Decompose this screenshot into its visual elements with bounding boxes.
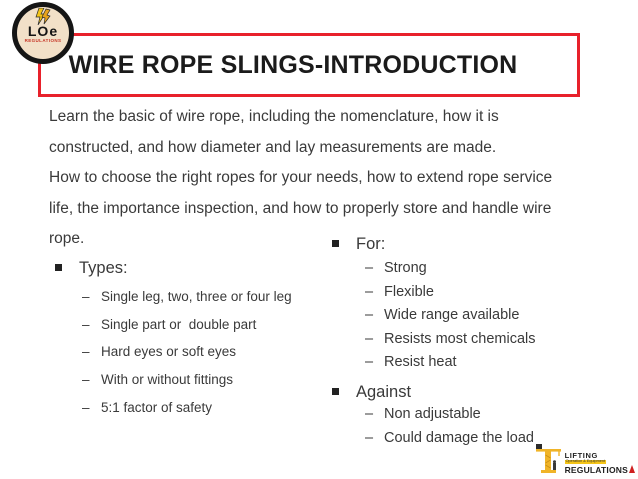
list-item-label: 5:1 factor of safety xyxy=(101,399,213,415)
dash-bullet: – xyxy=(365,307,374,324)
list-item: –Wide range available xyxy=(332,304,535,328)
list-item-label: Hard eyes or soft eyes xyxy=(101,344,237,360)
paragraph-line: Learn the basic of wire rope, including … xyxy=(49,108,499,125)
slide-title: WIRE ROPE SLINGS-INTRODUCTION xyxy=(68,50,518,79)
list-item: –Flexible xyxy=(332,281,535,305)
list-item-label: Non adjustable xyxy=(384,406,481,422)
list-item: –Single leg, two, three or four leg xyxy=(55,283,292,311)
list-item: –Single part or double part xyxy=(55,311,292,339)
dash-bullet: – xyxy=(365,283,374,300)
paragraph-line: How to choose the right ropes for your n… xyxy=(49,169,553,186)
list-item: –Resists most chemicals xyxy=(332,328,535,352)
square-bullet-icon xyxy=(55,264,62,272)
footer-logo-text: LIFTING Operation & Equipment REGULATION… xyxy=(564,450,635,475)
logo-sub-text: REGULATIONS xyxy=(24,38,62,43)
intro-paragraph: Learn the basic of wire rope, including … xyxy=(49,102,552,255)
crane-icon xyxy=(535,444,561,473)
list-item-label: Resists most chemicals xyxy=(384,330,536,347)
list-item-label: Single part or double part xyxy=(101,316,257,332)
red-cone-icon xyxy=(629,465,635,473)
dash-bullet: – xyxy=(82,399,90,415)
types-list: –Single leg, two, three or four leg –Sin… xyxy=(55,283,292,421)
types-list-title: Types: xyxy=(79,259,128,277)
dash-bullet: – xyxy=(365,354,374,371)
lightning-bolt-icon xyxy=(35,8,51,25)
list-item: –Hard eyes or soft eyes xyxy=(55,338,292,366)
lifting-regulations-logo: LIFTING Operation & Equipment REGULATION… xyxy=(535,442,635,475)
list-item-label: Wide range available xyxy=(384,307,520,324)
types-list-header: Types: xyxy=(55,258,128,278)
against-list-title: Against xyxy=(356,383,412,401)
square-bullet-icon xyxy=(332,240,339,248)
for-list-header: For: xyxy=(332,234,385,254)
dash-bullet: – xyxy=(82,289,90,304)
dash-bullet: – xyxy=(82,372,90,388)
footer-logo-line1: LIFTING xyxy=(564,450,598,460)
dash-bullet: – xyxy=(365,330,374,347)
list-item-label: Strong xyxy=(384,260,427,276)
for-list: –Strong –Flexible –Wide range available … xyxy=(332,257,535,375)
list-item: –5:1 factor of safety xyxy=(55,394,292,422)
loe-regulations-logo: LOe REGULATIONS xyxy=(12,2,74,64)
list-item: –Could damage the load xyxy=(332,427,534,451)
paragraph-line: rope. xyxy=(49,230,85,247)
list-item: –Non adjustable xyxy=(332,403,534,427)
footer-logo-line3: REGULATIONS xyxy=(564,464,628,475)
for-list-title: For: xyxy=(356,235,386,253)
dash-bullet: – xyxy=(82,344,90,360)
paragraph-line: constructed, and how diameter and lay me… xyxy=(49,138,497,156)
square-bullet-icon xyxy=(332,388,339,396)
dash-bullet: – xyxy=(82,316,90,332)
list-item-label: Flexible xyxy=(384,283,434,300)
list-item-label: Single leg, two, three or four leg xyxy=(101,289,292,304)
list-item: –Strong xyxy=(332,257,535,281)
list-item: –Resist heat xyxy=(332,351,535,375)
logo-main-text: LOe xyxy=(27,23,59,39)
title-box: WIRE ROPE SLINGS-INTRODUCTION xyxy=(38,33,580,97)
dash-bullet: – xyxy=(365,260,374,276)
footer-logo-line2: Operation & Equipment xyxy=(564,459,607,464)
list-item: –With or without fittings xyxy=(55,366,292,394)
against-list: –Non adjustable –Could damage the load xyxy=(332,403,534,450)
dash-bullet: – xyxy=(365,406,374,422)
paragraph-line: life, the importance inspection, and how… xyxy=(49,199,552,217)
list-item-label: With or without fittings xyxy=(101,372,234,388)
list-item-label: Could damage the load xyxy=(384,429,534,446)
dash-bullet: – xyxy=(365,429,374,446)
list-item-label: Resist heat xyxy=(384,354,457,371)
against-list-header: Against xyxy=(332,382,411,402)
